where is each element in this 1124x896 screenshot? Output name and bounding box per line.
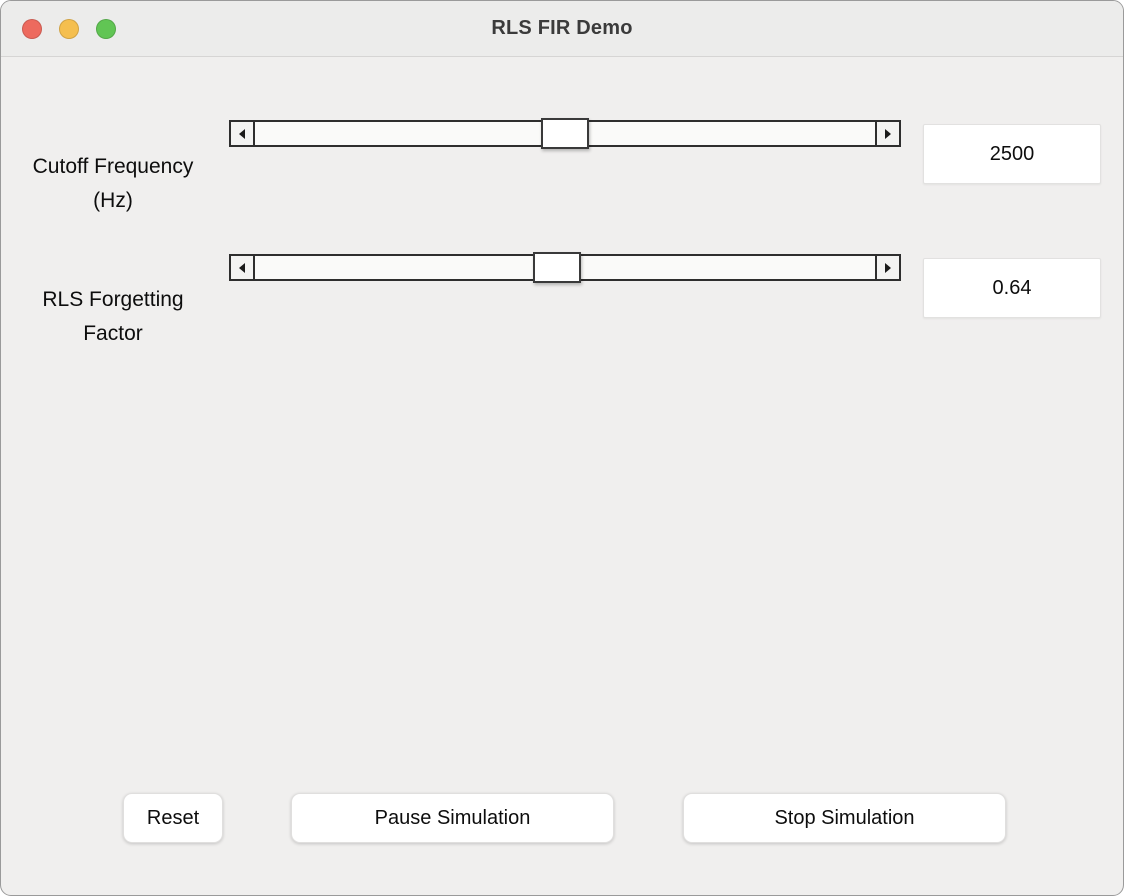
forgetting-factor-slider[interactable] [229,252,901,283]
left-arrow-icon [239,262,245,273]
pause-simulation-button[interactable]: Pause Simulation [291,793,614,843]
slider-thumb[interactable] [532,252,581,283]
right-arrow-icon [885,262,891,273]
label-line: RLS Forgetting [42,288,184,311]
slider-decrement-button[interactable] [231,256,255,279]
slider-increment-button[interactable] [875,122,899,145]
label-line: (Hz) [93,189,133,212]
zoom-button[interactable] [96,18,116,39]
right-arrow-icon [885,128,891,139]
slider-thumb[interactable] [540,118,589,149]
close-button[interactable] [22,18,42,39]
label-line: Factor [83,322,143,345]
left-arrow-icon [239,128,245,139]
minimize-button[interactable] [59,18,79,39]
reset-button[interactable]: Reset [123,793,223,843]
slider-decrement-button[interactable] [231,122,255,145]
cutoff-frequency-value[interactable]: 2500 [923,124,1101,184]
titlebar[interactable]: RLS FIR Demo [1,1,1123,57]
cutoff-frequency-label: Cutoff Frequency (Hz) [7,150,219,218]
cutoff-frequency-slider[interactable] [229,118,901,149]
window-title: RLS FIR Demo [491,17,633,39]
window-controls [22,1,116,56]
stop-simulation-button[interactable]: Stop Simulation [683,793,1006,843]
forgetting-factor-value[interactable]: 0.64 [923,258,1101,318]
slider-increment-button[interactable] [875,256,899,279]
main-content: Cutoff Frequency (Hz) 2500 RLS Forgettin… [1,57,1123,895]
forgetting-factor-label: RLS Forgetting Factor [7,283,219,351]
label-line: Cutoff Frequency [32,155,194,178]
